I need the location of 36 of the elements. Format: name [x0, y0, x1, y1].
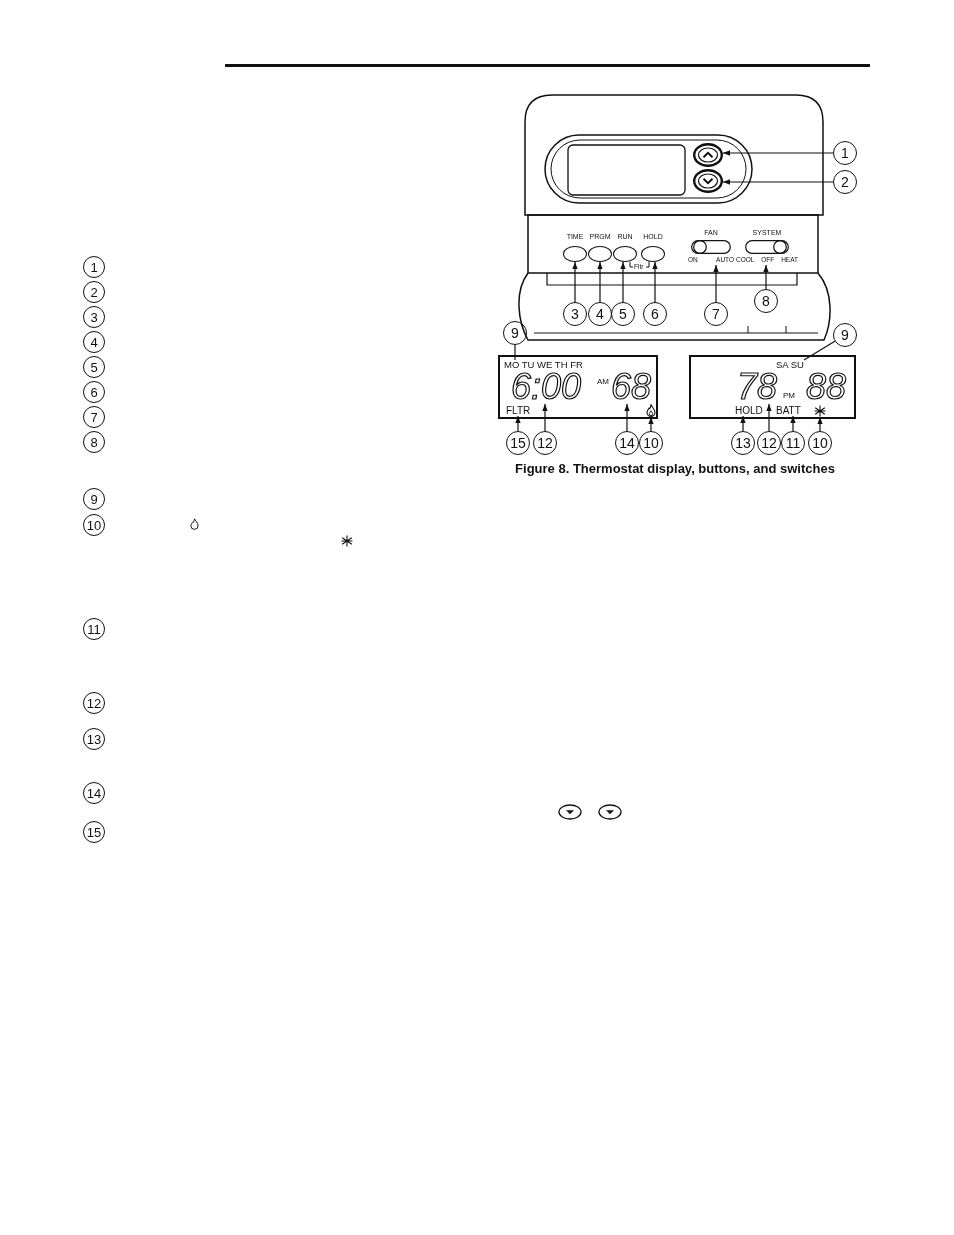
up-button — [693, 143, 723, 167]
figure-caption: Figure 8. Thermostat display, buttons, and switches — [515, 462, 835, 477]
snowflake-icon — [814, 405, 826, 417]
leader-line — [648, 416, 654, 432]
down-button — [693, 169, 723, 193]
leader-line — [542, 403, 548, 432]
leader-line — [624, 403, 630, 432]
hold-indicator: HOLD — [735, 406, 763, 416]
leader-line — [713, 264, 719, 303]
lcd-digits: 6:00 — [511, 370, 584, 404]
lcd-display — [498, 355, 658, 419]
leader-line — [803, 340, 836, 361]
leader-line — [597, 261, 603, 303]
leader-line — [740, 415, 746, 432]
lcd-digits: 88 — [806, 370, 848, 404]
leader-line — [722, 179, 834, 185]
leader-line — [722, 150, 834, 156]
leader-line — [572, 261, 578, 303]
lcd-digits: 68 — [611, 370, 654, 404]
leader-line — [514, 344, 516, 361]
day-indicator: MO TU WE TH FR — [504, 360, 583, 370]
meridiem-indicator: AM — [597, 378, 609, 386]
lcd-display — [689, 355, 856, 419]
leader-line — [790, 415, 796, 432]
leader-line — [620, 261, 626, 303]
flame-icon — [646, 404, 656, 417]
leader-line — [763, 264, 769, 290]
lcd-digits: 78 — [737, 370, 780, 404]
leader-line — [652, 261, 658, 303]
day-indicator: SA SU — [776, 360, 804, 370]
leader-line — [766, 403, 772, 432]
leader-line — [817, 416, 823, 432]
filter-indicator: FLTR — [506, 406, 531, 416]
leader-line — [515, 415, 521, 432]
meridiem-indicator: PM — [783, 392, 795, 400]
battery-indicator: BATT — [776, 406, 801, 416]
